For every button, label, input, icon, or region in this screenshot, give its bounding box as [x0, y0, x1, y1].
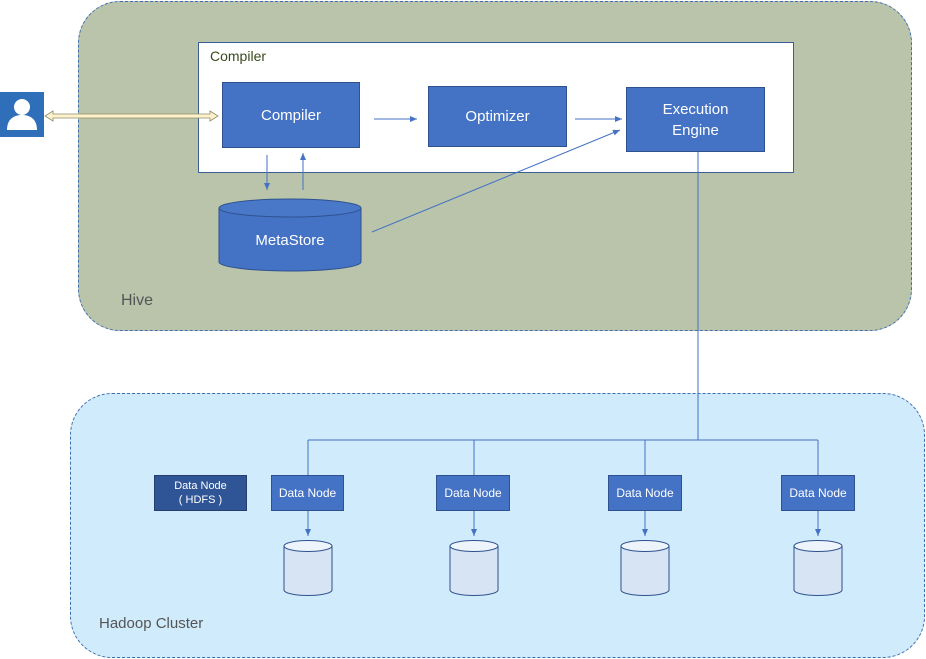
- data-node-label-1: Data Node: [278, 485, 337, 500]
- hive-label: Hive: [121, 292, 154, 309]
- execution-engine-label-line2: Engine: [672, 121, 719, 139]
- optimizer-label: Optimizer: [465, 108, 530, 125]
- storage-disk-2: [449, 540, 499, 596]
- data-node-hdfs-label: Data Node: [174, 480, 227, 492]
- metastore-to-engine-arrow: [371, 129, 621, 233]
- data-node-label-2: Data Node: [444, 485, 502, 500]
- data-node-label-4: Data Node: [789, 485, 847, 500]
- metastore-label: MetaStore: [255, 231, 325, 249]
- compiler-frame-title: Compiler: [210, 48, 267, 64]
- storage-disk-4: [793, 540, 843, 596]
- compiler-label: Compiler: [260, 106, 321, 124]
- data-node-label-3: Data Node: [616, 485, 674, 500]
- execution-engine-label-line1: Execution: [662, 100, 729, 118]
- hdfs-label: ( HDFS ): [178, 494, 223, 506]
- user-compiler-double-arrow: [44, 110, 219, 122]
- metastore-cylinder: [218, 198, 362, 272]
- storage-disk-1: [283, 540, 333, 596]
- execution-engine-box: Execution Engine: [626, 87, 765, 152]
- hadoop-cluster-region: [70, 393, 925, 658]
- data-node-box-3: Data Node: [608, 475, 682, 511]
- storage-disk-3: [620, 540, 670, 596]
- data-node-box-4: Data Node: [781, 475, 855, 511]
- optimizer-box: Optimizer: [428, 86, 567, 147]
- data-node-hdfs-box: Data Node ( HDFS ): [154, 475, 247, 511]
- data-node-box-2: Data Node: [436, 475, 510, 511]
- data-node-box-1: Data Node: [271, 475, 344, 511]
- hadoop-cluster-label: Hadoop Cluster: [99, 615, 204, 632]
- compiler-box: Compiler: [222, 82, 360, 148]
- user-icon: [0, 92, 44, 137]
